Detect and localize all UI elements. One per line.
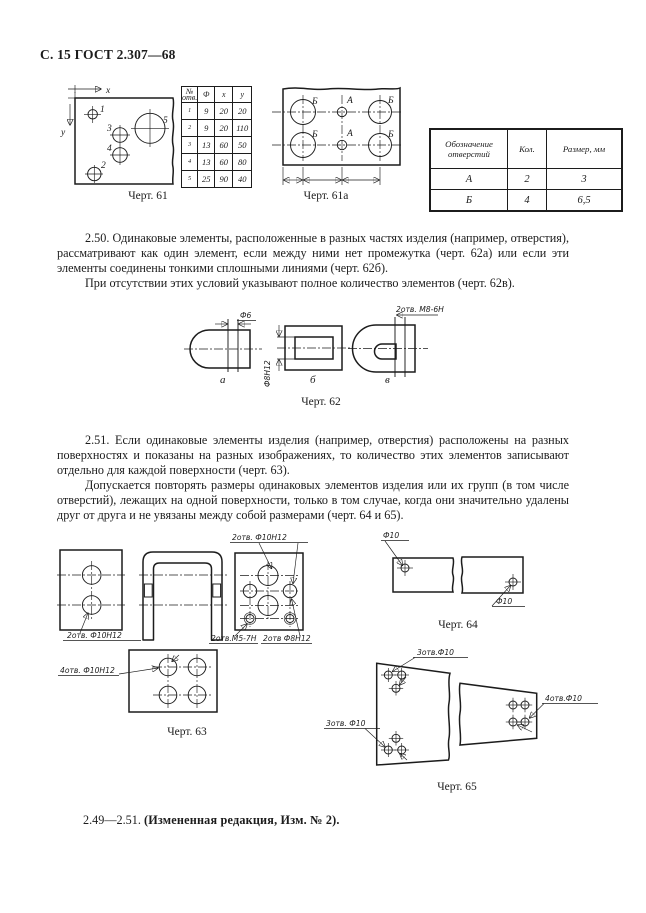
paragraph: При отсутствии этих условий указывают по… [85, 276, 515, 290]
table-row: А 2 3 [429, 168, 623, 190]
col-header: № отв. [180, 86, 199, 103]
fig62-part-v: 2отв. М8-6Н в [348, 305, 444, 386]
leader-label: Ф10 [496, 597, 512, 606]
col-header: Кол. [507, 128, 547, 169]
axis-x-label: x [105, 86, 111, 96]
leader-label: 3отв.Ф10 [417, 648, 454, 657]
holes-designation-table: Обозначение отверстий Кол. Размер, мм А … [429, 128, 623, 212]
fig63-caption: Черт. 63 [167, 726, 207, 738]
fig61-plate [74, 97, 175, 185]
page-header: С. 15 ГОСТ 2.307—68 [40, 47, 176, 62]
fig65-left-piece: 3отв.Ф10 3отв. Ф10 [324, 648, 468, 766]
leader-label: 4отв.Ф10 [545, 694, 582, 703]
fig63-bottom-plate: 4отв. Ф10Н12 [58, 649, 218, 713]
fig61a-caption: Черт. 61а [303, 190, 349, 202]
fig61-caption: Черт. 61 [128, 190, 168, 202]
section-2-51: 2.51. Если одинаковые элементы изделия (… [57, 433, 569, 523]
paragraph: 2.50. Одинаковые элементы, расположенные… [57, 231, 569, 275]
paragraph: 2.51. Если одинаковые элементы изделия (… [57, 433, 569, 477]
axis-y-label: y [60, 128, 66, 138]
leader-label: 2отв.М5-7Н [211, 634, 257, 643]
leader-label: 2отв. Ф10Н12 [232, 533, 287, 542]
fig64-right-part: Ф10 [460, 556, 525, 607]
col-header: Размер, мм [546, 128, 623, 169]
fig61a-holes: Б А Б Б А Б [290, 96, 394, 158]
hole-letter: Б [311, 130, 318, 140]
fig61-holes: 1 2 3 4 5 [84, 105, 169, 183]
fig63-left-plate: 2отв. Ф10Н12 [57, 549, 141, 641]
hole-number: 4 [107, 144, 112, 154]
hole-letter: Б [387, 130, 394, 140]
revision-note: 2.49—2.51. (Измененная редакция, Изм. № … [57, 813, 577, 828]
leader-label: 3отв. Ф10 [326, 719, 366, 728]
revision-note-emphasis: (Измененная редакция, Изм. № 2). [143, 813, 340, 827]
fig61a-dimensions [282, 167, 381, 185]
fig62-part-a: Ф6 а [184, 311, 262, 386]
table-row: Б 4 6,5 [429, 189, 623, 212]
hole-letter: Б [311, 97, 318, 107]
dim-label-d8: Ф8Н12 [263, 360, 272, 387]
fig62-drawing: Ф6 а Ф8Н12 б 2отв. М8-6Н в [184, 305, 444, 387]
fig65-caption: Черт. 65 [437, 781, 477, 793]
fig63-drawing: 2отв. Ф10Н12 2отв. Ф10Н12 [57, 533, 312, 713]
col-header: Обозначение отверстий [429, 128, 508, 169]
paragraph: Допускается повторять размеры одинаковых… [57, 478, 569, 522]
hole-number: 2 [101, 161, 106, 171]
section-2-50: 2.50. Одинаковые элементы, расположенные… [57, 231, 569, 291]
fig64-drawing: Ф10 Ф10 [381, 531, 525, 607]
part-label-a: а [220, 374, 226, 386]
revision-note-sections: 2.49—2.51. [83, 813, 144, 827]
fig65-drawing: 3отв.Ф10 3отв. Ф10 4отв.Ф10 [324, 648, 598, 766]
hole-letter: А [346, 129, 353, 139]
fig63-right-plate: 2отв. Ф10Н12 2отв.М5-7Н 2отв Ф8Н12 [209, 533, 312, 644]
hole-letter: А [346, 96, 353, 106]
hole-letter: Б [387, 96, 394, 106]
leader-label: 4отв. Ф10Н12 [60, 666, 115, 675]
leader-label: 2отв Ф8Н12 [263, 634, 311, 643]
dim-label-thread: 2отв. М8-6Н [396, 305, 444, 314]
col-header: y [232, 86, 253, 103]
fig61-drawing: x y 1 2 3 4 5 [60, 85, 175, 185]
fig63-channel-section [139, 551, 227, 641]
hole-number: 1 [100, 105, 105, 115]
leader-label: Ф10 [383, 531, 399, 540]
part-label-b: б [310, 374, 316, 386]
fig64-caption: Черт. 64 [438, 619, 478, 631]
fig61a-plate [282, 86, 401, 166]
fig62-caption: Черт. 62 [301, 396, 341, 408]
fig64-left-part: Ф10 [381, 531, 455, 593]
hole-number: 5 [163, 116, 168, 126]
fig61a-drawing: Б А Б Б А Б [272, 86, 403, 185]
fig62-part-b: Ф8Н12 б [263, 325, 352, 387]
leader-label: 2отв. Ф10Н12 [67, 631, 122, 640]
col-header: x [214, 86, 234, 103]
col-header: Ф [197, 86, 216, 103]
dim-label-d6: Ф6 [240, 311, 252, 320]
part-label-v: в [385, 374, 390, 386]
hole-number: 3 [106, 124, 112, 134]
fig65-right-piece: 4отв.Ф10 [458, 682, 598, 746]
